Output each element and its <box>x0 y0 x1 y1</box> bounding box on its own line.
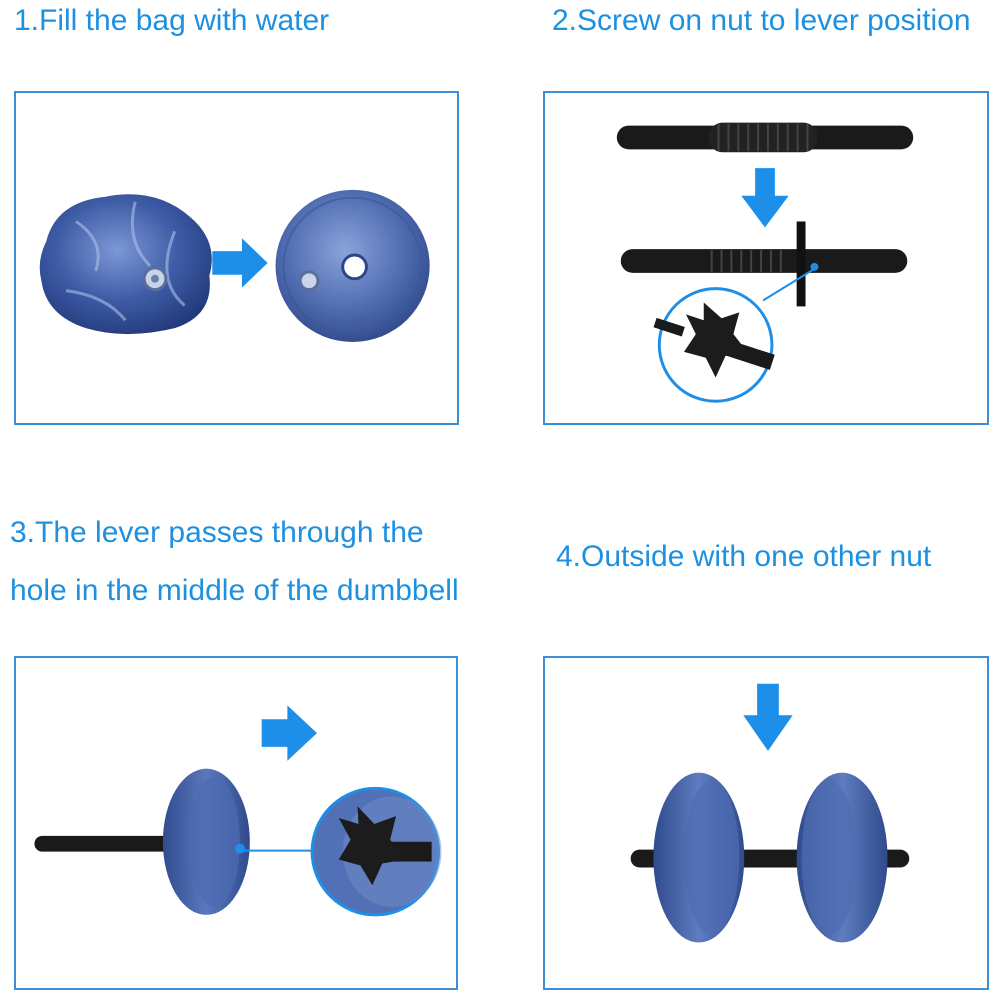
water-weight-icon <box>162 768 250 915</box>
filled-bag-icon <box>275 189 430 342</box>
bar-with-nut-icon <box>620 221 908 307</box>
nut-closeup-icon <box>310 786 442 917</box>
lever-bar-icon <box>34 835 201 852</box>
right-weight-icon <box>796 772 888 943</box>
nut-closeup-icon <box>653 287 775 403</box>
step-4-caption: 4.Outside with one other nut <box>556 540 932 573</box>
step-3-caption-line-1: 3.The lever passes through the <box>10 516 424 549</box>
step-3-illustration <box>34 705 442 917</box>
step-2-illustration <box>616 122 914 403</box>
right-arrow-icon <box>261 705 318 761</box>
step-1-caption: 1.Fill the bag with water <box>14 4 330 37</box>
step-3-caption-line-2: hole in the middle of the dumbbell <box>10 574 459 607</box>
step-2-panel <box>543 91 989 425</box>
right-arrow-icon <box>212 238 268 288</box>
left-weight-icon <box>653 772 745 943</box>
handle-bar-icon <box>616 122 914 153</box>
down-arrow-icon <box>741 168 789 228</box>
empty-bag-icon <box>39 194 212 335</box>
step-1-panel <box>14 91 459 425</box>
step-4-illustration <box>630 683 910 943</box>
step-1-illustration <box>39 189 430 342</box>
step-4-panel <box>543 656 989 990</box>
step-3-panel <box>14 656 458 990</box>
step-2-caption: 2.Screw on nut to lever position <box>552 4 971 37</box>
down-arrow-icon <box>743 683 793 751</box>
